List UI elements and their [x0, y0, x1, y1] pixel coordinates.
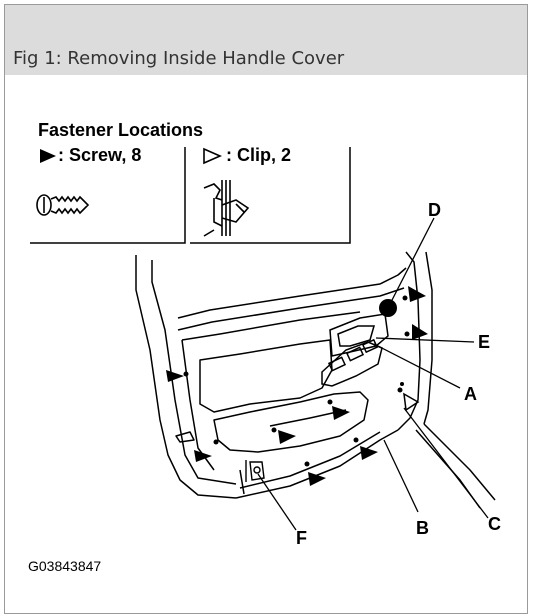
bracket-icon [245, 460, 265, 482]
screw-location-marker [194, 450, 212, 462]
screw-marker-icon [40, 149, 56, 163]
figure-caption: Fig 1: Removing Inside Handle Cover [13, 48, 345, 69]
legend-title: Fastener Locations [38, 120, 204, 140]
legend-box [30, 147, 351, 244]
screw-location-marker [408, 286, 426, 302]
figure-id: G03843847 [28, 558, 102, 574]
fastener-holes [183, 295, 410, 467]
screw-location-marker [308, 472, 326, 486]
clip-marker-icon [203, 147, 222, 165]
screw-location-marker [166, 370, 184, 382]
door-outline [135, 251, 496, 509]
screw-location-marker [278, 430, 296, 444]
screw-icon [36, 194, 90, 216]
legend-screw-label: : Screw, 8 [58, 145, 142, 165]
callout-f: F [296, 528, 307, 548]
handle-assembly [321, 313, 389, 387]
screw-location-marker [360, 446, 378, 460]
screw-locations [166, 286, 428, 486]
screw-location-marker [412, 324, 428, 340]
cap-icon [379, 299, 397, 317]
clip-icon [203, 180, 250, 237]
callout-b: B [416, 518, 429, 538]
callout-c: C [488, 514, 501, 534]
legend-clip-label: : Clip, 2 [226, 145, 292, 165]
figure-frame [4, 4, 528, 614]
callout-a: A [464, 384, 477, 404]
callout-d: D [428, 200, 441, 220]
callout-e: E [478, 332, 491, 352]
clip-locations [403, 392, 420, 412]
caption-bar [5, 5, 527, 75]
screw-location-marker [332, 406, 350, 420]
leader-lines [257, 217, 489, 531]
clip-location-marker [403, 392, 420, 412]
